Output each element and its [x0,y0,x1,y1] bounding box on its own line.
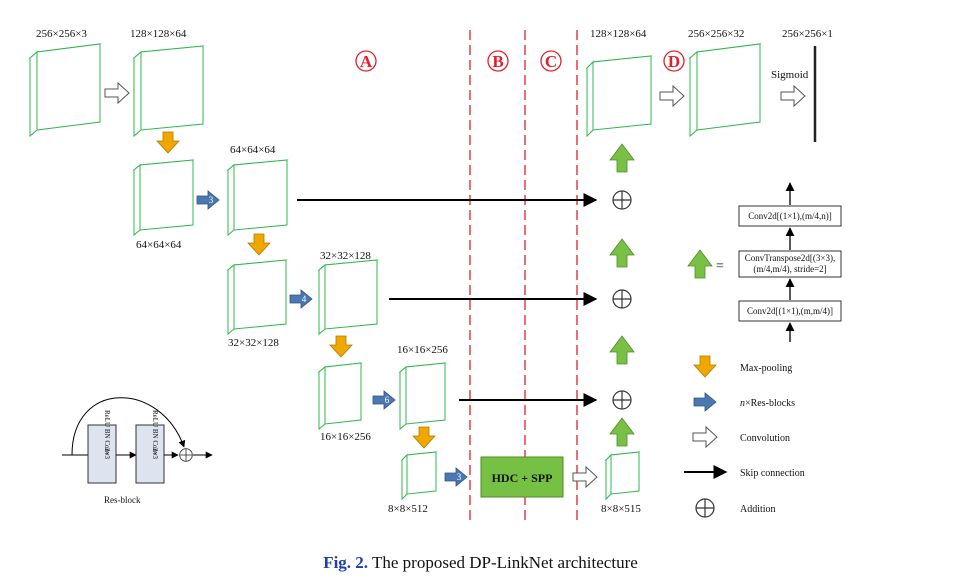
res-blocks-arrow-icon: 3 [196,190,220,210]
legend-addition-icon [695,498,715,518]
svg-text:6: 6 [385,395,390,405]
addition-icon [612,289,632,309]
dim-res3: 16×16×256 [397,344,448,356]
svg-text:ReLU BN Conv: ReLU BN Conv [151,410,159,456]
legend-max-pooling-icon [693,355,717,378]
svg-text:A: A [360,52,373,71]
decoder-up-arrow-icon [609,335,635,365]
block-pool3 [317,362,363,431]
section-marker-a: A [355,50,377,72]
res-blocks-arrow-icon: 6 [372,390,396,410]
sigmoid-label: Sigmoid [771,69,809,81]
legend-convolution-label: Convolution [740,433,790,444]
convolution-arrow-icon [104,82,130,104]
res-blocks-arrow-icon: 3 [444,467,468,487]
max-pooling-arrow-icon [329,335,353,358]
legend-skip-connection-label: Skip connection [740,468,805,479]
decoder-up-arrow-icon [609,238,635,268]
equals-sign: = [716,259,724,274]
convtranspose-label-2: (m/4,m/4), stride=2] [753,264,826,274]
block-dec1 [585,55,653,138]
dim-pool4: 8×8×512 [388,503,428,515]
addition-icon [612,190,632,210]
convtranspose-box [738,250,842,278]
svg-text:3×3: 3×3 [103,448,111,459]
section-marker-b: B [487,50,509,72]
block-enc1 [132,45,205,138]
block-pool1 [132,159,195,237]
convolution-arrow-icon [780,85,806,107]
legend-addition-label: Addition [740,504,776,515]
legend-res-blocks-icon [693,392,717,412]
legend-max-pooling-label: Max-pooling [740,363,792,374]
res-blocks-arrow-icon: 4 [289,289,313,309]
legend-res-blocks-label: n×Res-blocks [740,398,795,409]
dim-dec-in: 8×8×515 [601,503,641,515]
block-pool2 [226,259,288,336]
max-pooling-arrow-icon [412,426,436,449]
block-pool4 [400,451,438,501]
conv-top-box [738,205,842,227]
section-marker-c: C [540,50,562,72]
dim-out: 256×256×1 [782,28,833,40]
svg-text:3×3: 3×3 [151,448,159,459]
block-res3 [398,362,447,431]
dim-pool2: 32×32×128 [228,337,279,349]
hdc-spp-block [480,456,564,498]
dim-pool3: 16×16×256 [320,431,371,443]
block-res1 [226,159,289,237]
svg-text:C: C [545,52,557,71]
dim-dec1: 128×128×64 [590,28,647,40]
conv-top-label: Conv2d[(1×1),(m/4,n)] [748,211,832,221]
hdc-spp-label: HDC + SPP [492,471,553,485]
figure-title: The proposed DP-LinkNet architecture [368,553,638,572]
block-dec-in [604,451,641,501]
dim-enc1: 128×128×64 [130,28,187,40]
resblock-label: Res-block [104,495,141,505]
dim-res2: 32×32×128 [320,250,371,262]
max-pooling-arrow-icon [156,131,180,154]
decoder-up-arrow-icon [609,143,635,173]
block-dec2 [688,43,762,138]
max-pooling-arrow-icon [247,233,271,256]
figure-number: Fig. 2. [323,553,369,572]
dim-dec2: 256×256×32 [688,28,744,40]
legend-convolution-icon [692,426,718,448]
svg-text:ReLU BN Conv: ReLU BN Conv [103,410,111,456]
section-marker-d: D [663,50,685,72]
decoder-up-arrow-icon [687,249,713,279]
svg-text:B: B [492,52,503,71]
dim-res1: 64×64×64 [230,144,276,156]
dim-pool1: 64×64×64 [136,239,182,251]
figure-caption: Fig. 2. The proposed DP-LinkNet architec… [0,553,961,573]
conv-bottom-box [738,300,842,322]
dim-input: 256×256×3 [36,28,87,40]
svg-text:D: D [668,52,680,71]
block-input [28,43,102,138]
decoder-up-arrow-icon [609,417,635,447]
svg-text:4: 4 [302,294,307,304]
block-res2 [317,259,379,336]
convtranspose-label-1: ConvTranspose2d[(3×3), [745,253,836,263]
addition-icon [612,390,632,410]
svg-text:3: 3 [457,472,462,482]
conv-bottom-label: Conv2d[(1×1),(m,m/4)] [747,306,833,316]
resblock-inset: ReLU BN Conv 3×3 ReLU BN Conv 3×3 [62,397,213,484]
svg-text:3: 3 [209,195,214,205]
convolution-arrow-icon [659,85,685,107]
